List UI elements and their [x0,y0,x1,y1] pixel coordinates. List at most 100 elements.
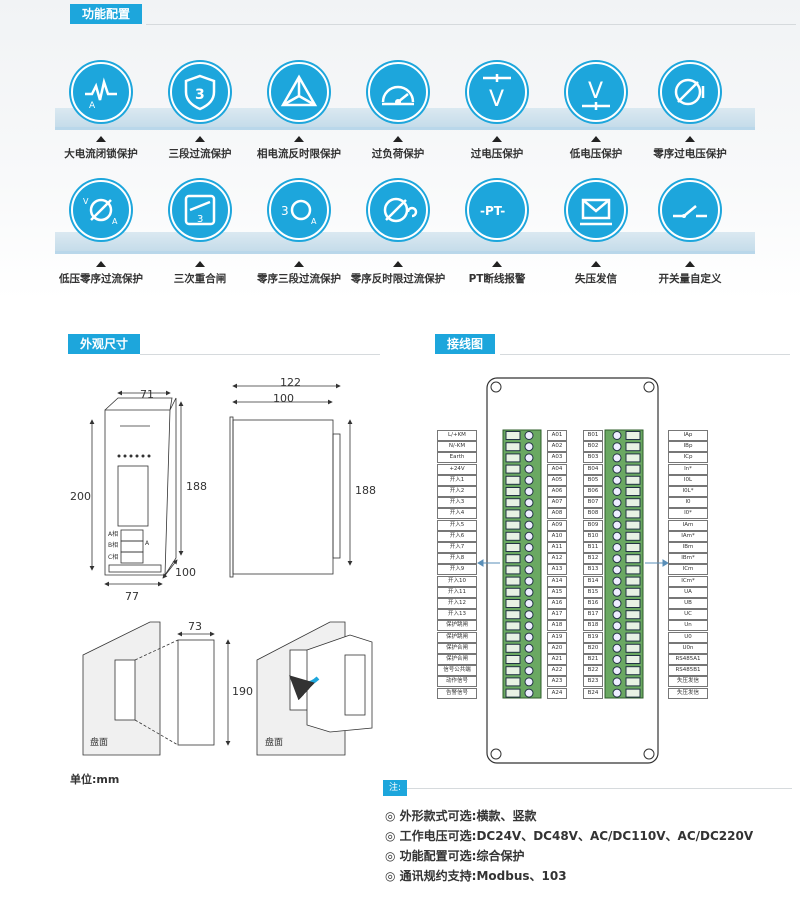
terminal-screw [612,475,622,485]
terminal-label-b: B24 [583,687,603,699]
dim-width-73: 73 [188,620,202,633]
pointer-triangle-icon [591,136,601,142]
terminal-slot [505,599,521,608]
pointer-triangle-icon [195,136,205,142]
terminal-label-right: Un [668,620,708,632]
reclose-3-icon: 3 [170,180,230,240]
terminal-label-a: A12 [547,553,567,565]
terminal-slot [625,487,641,496]
svg-text:V: V [588,79,603,104]
svg-text:V: V [83,197,89,206]
terminal-slot [505,498,521,508]
terminal-label-b: B03 [583,452,603,464]
dimension-drawing [82,383,373,756]
terminal-label-right: IBp [668,441,708,453]
terminal-label-left: 告警信号 [437,687,477,699]
terminal-slot [625,464,641,474]
gauge-icon [368,62,428,122]
terminal-label-left: 开入5 [437,519,477,531]
terminal-label-a: A13 [547,564,567,576]
terminal-label-left: Earth [437,452,477,464]
terminal-slot [505,531,521,541]
terminal-slot [505,587,521,597]
pointer-triangle-icon [96,136,106,142]
zero-seq-inverse-icon [368,180,428,240]
wiring-frame [477,377,669,764]
divider [500,354,790,355]
terminal-label-left: N/-KM [437,441,477,453]
terminal-screw [612,520,622,530]
terminal-screw [524,565,534,575]
terminal-slot [505,576,521,586]
note-item: ◎ 功能配置可选:综合保护 [385,849,525,863]
terminal-screw [612,509,622,519]
terminal-label-a: A24 [547,687,567,699]
terminal-screw [524,610,534,620]
terminal-screw [524,464,534,474]
note-item: ◎ 外形款式可选:横款、竖款 [385,809,537,823]
terminal-label-left: 开入2 [437,486,477,497]
terminal-slot [505,509,521,519]
terminal-label-left: 开入9 [437,564,477,576]
panel-label: 盘面 [90,738,109,748]
note-item: ◎ 通讯规约支持:Modbus、103 [385,869,567,883]
terminal-label-a: A18 [547,620,567,632]
pointer-triangle-icon [393,136,403,142]
terminal-label-b: B06 [583,486,603,497]
phase-a-label: A相 [108,531,119,538]
terminal-label-b: B12 [583,553,603,565]
terminal-slot [505,520,521,530]
terminal-label-a: A16 [547,598,567,609]
svg-text:A: A [112,217,118,226]
terminal-label-right: I0L [668,474,708,486]
terminal-screw [524,587,534,597]
svg-text:A: A [311,217,317,226]
terminal-slot [505,475,521,485]
terminal-label-left: +24V [437,463,477,475]
terminal-label-b: B01 [583,430,603,441]
terminal-label-right: 失压发信 [668,676,708,688]
pointer-triangle-icon [96,261,106,267]
terminal-label-right: I0 [668,497,708,509]
terminal-slot [505,487,521,496]
current-pulse-icon: A [71,62,131,122]
terminal-slot [625,666,641,676]
terminal-label-a: A08 [547,508,567,520]
terminal-screw [524,554,534,564]
terminal-label-b: B23 [583,676,603,688]
pointer-triangle-icon [492,136,502,142]
terminal-screw [524,543,534,552]
terminal-slot [625,655,641,664]
terminal-label-b: B16 [583,598,603,609]
function-label: 低电压保护 [569,148,623,160]
mail-icon [566,180,626,240]
divider [146,24,796,25]
terminal-slot [625,475,641,485]
terminal-label-b: B14 [583,575,603,587]
terminal-screw [612,677,622,687]
svg-text:3: 3 [281,204,289,218]
panel-label: 盘面 [265,738,284,748]
terminal-label-right: UA [668,586,708,598]
terminal-screw [612,610,622,620]
terminal-slot [625,587,641,597]
dim-width-122: 122 [280,376,301,389]
terminal-label-left: 开入4 [437,508,477,520]
phase-c-label: C相 [108,554,119,561]
terminal-slot [625,565,641,575]
function-label: 零序三段过流保护 [257,273,341,285]
terminal-label-right: IAm [668,519,708,531]
terminal-label-left: 开入8 [437,553,477,565]
dim-height-200: 200 [70,490,91,503]
function-label: 过电压保护 [470,148,524,160]
terminal-screw [524,655,534,664]
terminal-slot [625,688,641,698]
dim-width-100: 100 [273,392,294,405]
terminal-screw [612,621,622,631]
terminal-slot [625,554,641,564]
terminal-slot [625,610,641,620]
terminal-label-right: IAm* [668,530,708,542]
terminal-screw [524,688,534,698]
